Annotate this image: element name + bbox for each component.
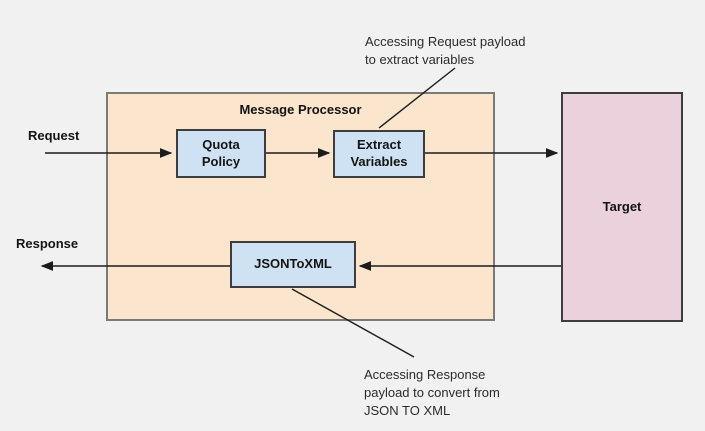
target-node: Target — [561, 92, 683, 322]
response-payload-annotation: Accessing Response payload to convert fr… — [364, 366, 500, 420]
request-payload-annotation: Accessing Request payload to extract var… — [365, 33, 525, 69]
response-payload-annotation-line3: JSON TO XML — [364, 403, 451, 418]
quota-policy-label-line2: Policy — [201, 153, 241, 169]
jsontoxml-label: JSONToXML — [254, 256, 332, 272]
response-payload-annotation-line1: Accessing Response — [364, 367, 486, 382]
message-processor-title: Message Processor — [239, 102, 362, 117]
response-payload-annotation-line2: payload to convert from — [364, 385, 500, 400]
extract-variables-label-line2: Variables — [350, 154, 408, 169]
request-payload-annotation-line2: to extract variables — [365, 52, 475, 67]
request-label: Request — [28, 128, 80, 143]
target-label: Target — [602, 198, 642, 214]
extract-variables-label-line1: Extract — [356, 137, 402, 153]
request-payload-annotation-line1: Accessing Request payload — [365, 34, 526, 49]
extract-variables-node: Extract Variables — [333, 130, 425, 178]
quota-policy-node: Quota Policy — [176, 129, 266, 178]
quota-policy-label-line1: Quota — [202, 136, 240, 152]
response-label: Response — [16, 236, 79, 251]
jsontoxml-node: JSONToXML — [230, 241, 356, 288]
